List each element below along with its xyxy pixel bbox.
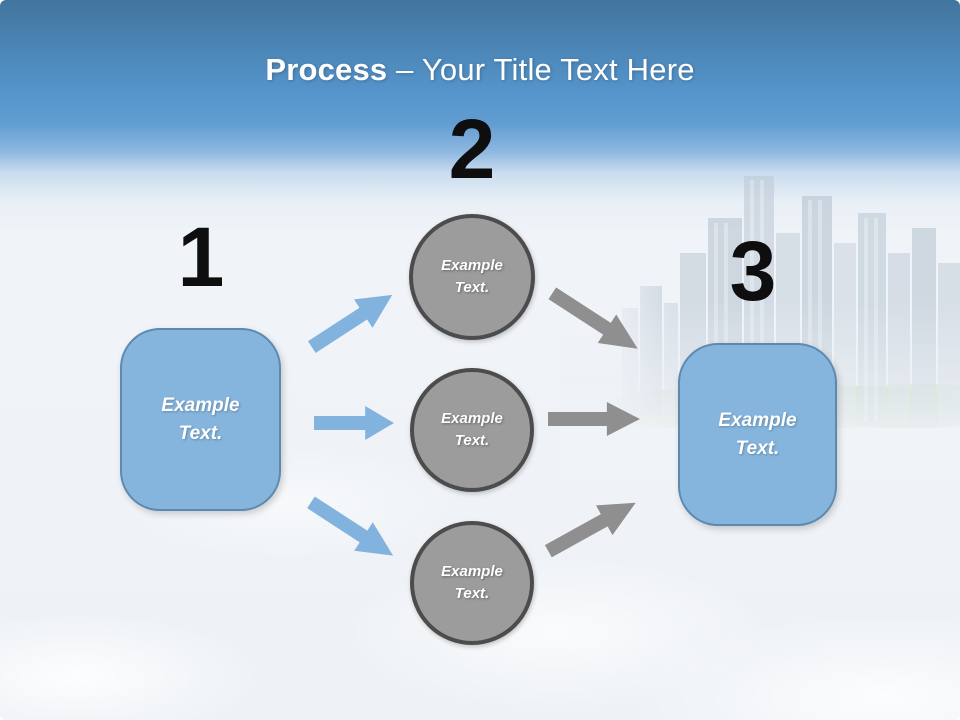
end-box-label: Example Text. — [718, 409, 797, 459]
process-end-box: Example Text. — [678, 343, 837, 526]
arrow-circle-3-to-end-icon — [540, 488, 644, 566]
step-number-3: 3 — [729, 224, 777, 318]
process-start-box: Example Text. — [120, 328, 281, 511]
arrow-start-to-circle-2-icon — [314, 406, 394, 440]
arrow-start-to-circle-3-icon — [302, 488, 403, 570]
title-rest: – Your Title Text Here — [387, 52, 695, 87]
process-circle-1: Example Text. — [409, 214, 535, 340]
step-number-1: 1 — [177, 210, 225, 304]
circle-1-label: Example Text. — [441, 256, 503, 297]
circle-3-label: Example Text. — [441, 562, 503, 603]
process-circle-2: Example Text. — [410, 368, 534, 492]
process-circle-3: Example Text. — [410, 521, 534, 645]
arrow-start-to-circle-1-icon — [302, 281, 401, 362]
start-box-label: Example Text. — [161, 394, 240, 444]
step-number-2: 2 — [448, 102, 496, 196]
title-emphasis: Process — [265, 52, 388, 87]
circle-2-label: Example Text. — [441, 409, 503, 450]
arrow-circle-2-to-end-icon — [548, 402, 640, 436]
page-title: Process – Your Title Text Here — [0, 52, 960, 88]
